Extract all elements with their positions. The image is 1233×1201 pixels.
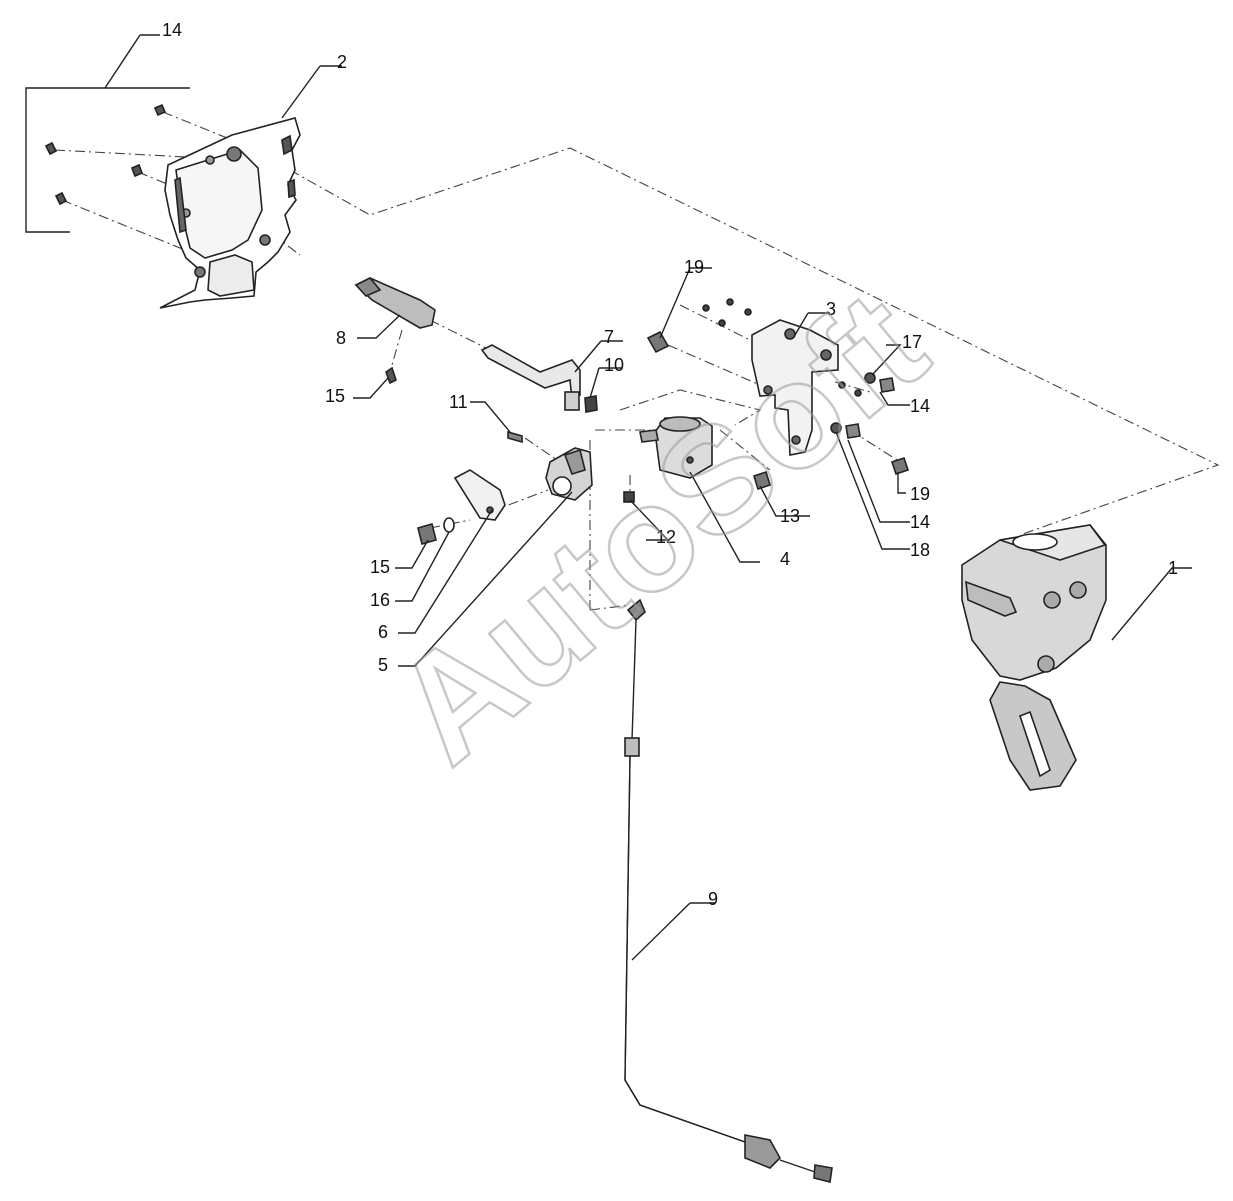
callout-14-upper: 14 [910,396,930,416]
callout-18-upper: 17 [902,332,922,352]
mounting-bracket-part [646,298,910,476]
callout-9: 9 [708,889,718,909]
callout-7: 7 [604,327,614,347]
callout-15-top: 14 [162,20,182,40]
callout-8: 8 [336,328,346,348]
leader-lines [104,34,1192,961]
lever-handle-part [354,277,436,385]
callout-12: 12 [656,527,676,547]
callout-2: 2 [337,52,347,72]
callout-19-lower: 19 [910,484,930,504]
front-housing-part [961,524,1107,791]
callout-15-screw: 15 [325,386,345,406]
housing-screws-part [44,103,167,206]
throttle-cable-part [624,598,833,1183]
callout-4: 4 [780,549,790,569]
gearbox-part [639,416,771,491]
callout-3: 3 [826,299,836,319]
callout-5: 5 [378,655,388,675]
callout-6: 6 [378,622,388,642]
callout-18-lower: 18 [910,540,930,560]
actuator-rod-part [480,344,598,413]
callout-14-lower: 14 [910,512,930,532]
callout-1: 1 [1168,558,1178,578]
rear-housing-part [159,117,301,309]
item-15-bracket [25,87,190,233]
callout-11: 11 [449,392,468,412]
callout-13: 13 [780,506,800,526]
callout-17: 16 [370,590,390,610]
callout-16: 15 [370,557,390,577]
pivot-assembly-part [417,430,635,545]
callout-labels: 14 2 1 3 4 5 6 7 8 9 10 11 12 13 14 14 1… [162,20,1178,909]
callout-19-upper: 19 [684,257,704,277]
callout-10: 10 [604,355,624,375]
